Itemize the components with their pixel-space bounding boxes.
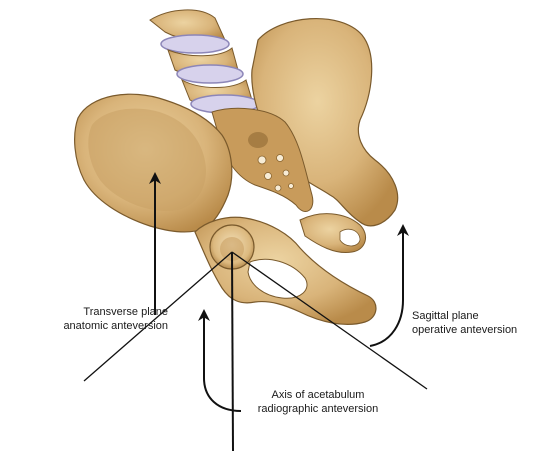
acetabular-axis-line [232,252,233,451]
acetabular-plane-line-right [232,252,427,389]
acetabular-axis-label: Axis of acetabulum radiographic antevers… [238,388,398,416]
sagittal-plane-label-line1: Sagittal plane [412,309,517,323]
transverse-plane-label-line1: Transverse plane [28,305,168,319]
acetabular-axis-label-line2: radiographic anteversion [238,402,398,416]
sagittal-plane-label-line2: operative anteversion [412,323,517,337]
sagittal-plane-label: Sagittal plane operative anteversion [412,309,517,337]
transverse-plane-label-line2: anatomic anteversion [28,319,168,333]
vertebra-stack [150,10,259,113]
radiographic-arrow [204,315,241,411]
acetabular-axis-label-line1: Axis of acetabulum [238,388,398,402]
transverse-plane-label: Transverse plane anatomic anteversion [28,305,168,333]
sagittal-plane-arrow [370,230,403,346]
